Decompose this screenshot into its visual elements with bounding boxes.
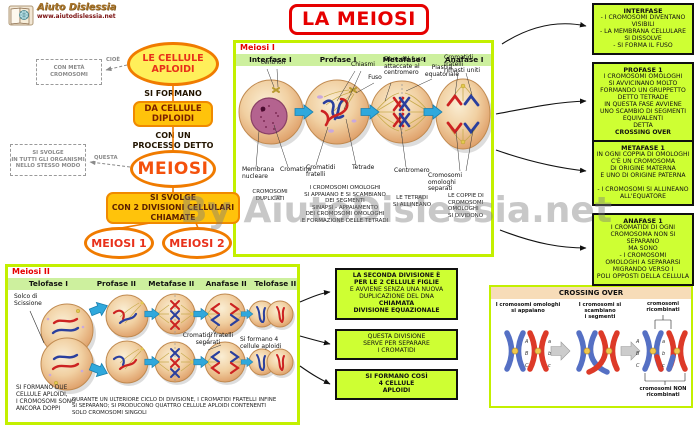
note-anafase-1-body: I CROMATIDI DI OGNI CROMOSOMA NON SI SEP…: [596, 224, 690, 280]
label-piastra: Piastra equatoriale: [424, 64, 460, 78]
panel-meiosi-2-title: Meiosi II: [12, 267, 50, 276]
note-questa-body: QUESTA DIVISIONE SERVE PER SEPARARE I CR…: [363, 333, 430, 354]
allele-label-b2: b: [662, 351, 665, 357]
edge-label-processo: CON UN PROCESSO DETTO: [118, 131, 228, 151]
caption-anafase-1: LE COPPIE DI CROMOSOMI OMOLOGHI SI DIVID…: [448, 193, 484, 219]
crossing-over-illustration: A B C a b c A B C a b c: [504, 315, 688, 385]
label-tetrade: Tetrade: [352, 164, 375, 171]
label-cromatidi-uniti: Cromatidi fratelli rimasti uniti: [444, 54, 480, 75]
panel-meiosi-2: Meiosi II Telofase I Profase II Metafase…: [5, 264, 300, 425]
aside-con-meta-cromosomi: CON METÀ CROMOSOMI: [36, 59, 102, 85]
label-omologhi-separati: Cromosomi omologhi separati: [428, 172, 463, 193]
label-membrana: Membrana nucleare: [242, 166, 275, 180]
brand-name: Aiuto Dislessia: [37, 2, 117, 13]
note-seconda-body: E AVVIENE SENZA UNA NUOVA DUPLICAZIONE D…: [349, 285, 444, 300]
phase-anafase-1: Anafase I: [445, 55, 484, 64]
logo-text-block: Aiuto Dislessia www.aiutodislessia.net: [37, 2, 117, 21]
node-meiosi-2: MEIOSI 2: [162, 227, 232, 259]
node-cellule-diploidi: DA CELLULE DIPLOIDI: [133, 101, 213, 127]
phase-interfase-1: Interfase I: [249, 55, 292, 64]
node-cellule-aploidi: LE CELLULE APLOIDI: [127, 42, 219, 86]
note-seconda-lead: LA SECONDA DIVISIONE È PER LE 2 CELLULE …: [352, 272, 441, 286]
panel-crossing-over: CROSSING OVER I cromosomi omologhi si ap…: [489, 285, 693, 408]
phase-telofase-1: Telofase I: [28, 279, 69, 288]
aside-si-svolge-organismi: SI SVOLGE IN TUTTI GLI ORGANISMI NELLO S…: [10, 144, 86, 176]
caption-profase-1: I CROMOSOMI OMOLOGHI SI APPAIANO E SI SC…: [301, 185, 389, 224]
site-logo: Aiuto Dislessia www.aiutodislessia.net: [8, 2, 117, 27]
note-anafase-1-title: ANAFASE 1: [623, 217, 663, 225]
caption-metafase-1: LE TETRADI SI ALLINEANO: [392, 195, 432, 208]
note-interfase: INTERFASE - I CROMOSOMI DIVENTANO VISIBI…: [592, 3, 694, 55]
phase-metafase-2: Metafase II: [148, 279, 195, 288]
allele-label-A2: A: [635, 339, 640, 345]
allele-label-B2: B: [636, 351, 640, 357]
meiosi-1-cells-illustration: [238, 68, 491, 172]
note-profase-1-footer: CROSSING OVER: [615, 128, 671, 136]
label-step-appaiano: I cromosomi omologhi si appaiano: [495, 302, 561, 315]
node-meiosi: MEIOSI: [130, 150, 216, 188]
meiosi-2-phase-header: Telofase I Profase II Metafase II Anafas…: [8, 278, 297, 290]
allele-label-c2: c: [662, 363, 665, 369]
label-chiasmi: Chiasmi: [351, 61, 375, 68]
note-seconda-divisione: LA SECONDA DIVISIONE È PER LE 2 CELLULE …: [335, 268, 458, 320]
label-non-ricombinati: cromosomi NON ricombinati: [639, 386, 687, 399]
edge-label-cioe: CIOÈ: [106, 57, 120, 63]
phase-metafase-1: Metafase I: [382, 55, 426, 64]
crossing-over-title: CROSSING OVER: [491, 287, 691, 299]
allele-label-a: a: [548, 339, 551, 345]
note-4-cellule-lead: SI FORMANO COSÌ 4 CELLULE APLOIDI: [365, 373, 428, 394]
note-anafase-1: ANAFASE 1 I CROMATIDI DI OGNI CROMOSOMA …: [592, 213, 694, 286]
allele-label-C2: C: [636, 363, 640, 369]
allele-label-c: c: [548, 363, 551, 369]
caption-interfase-1: CROMOSOMI DUPLICATI: [252, 189, 288, 202]
label-cromatidi-separati: Cromatidi fratelli separati: [182, 332, 234, 346]
label-step-scambiano: I cromosomi si scambiano i segmenti: [578, 302, 622, 321]
page-title: LA MEIOSI: [289, 4, 429, 35]
node-meiosi-1: MEIOSI 1: [84, 227, 154, 259]
allele-label-A: A: [524, 339, 529, 345]
note-profase-1-body: I CROMOSOMI OMOLOGHI SI AVVICINANO MOLTO…: [599, 73, 687, 129]
label-centromero: Centromero: [394, 167, 430, 174]
phase-telofase-2: Telofase II: [254, 279, 297, 288]
edge-label-si-formano: SI FORMANO: [130, 89, 216, 99]
meiosi-2-cells-illustration: [29, 293, 295, 394]
allele-label-a2: a: [662, 339, 665, 345]
label-4-cellule: Si formano 4 cellule aploidi: [240, 336, 282, 350]
allele-label-B: B: [525, 351, 529, 357]
allele-label-b: b: [548, 351, 551, 357]
note-profase-1: PROFASE 1 I CROMOSOMI OMOLOGHI SI AVVICI…: [592, 62, 694, 142]
phase-anafase-2: Anafase II: [205, 279, 247, 288]
note-4-cellule: SI FORMANO COSÌ 4 CELLULE APLOIDI: [335, 369, 458, 400]
note-interfase-title: INTERFASE: [623, 7, 663, 15]
label-centrioli: centrioli: [260, 59, 286, 66]
note-questa-divisione: QUESTA DIVISIONE SERVE PER SEPARARE I CR…: [335, 329, 458, 360]
book-globe-icon: [8, 5, 34, 26]
brand-url: www.aiutodislessia.net: [37, 13, 116, 21]
label-cromatina: Cromatina: [280, 166, 312, 173]
allele-label-C: C: [525, 363, 529, 369]
panel-meiosi-1: Meiosi I Interfase I Profase I Metafase …: [233, 40, 494, 257]
phase-profase-1: Profase I: [319, 55, 357, 64]
note-seconda-tail: CHIAMATA DIVISIONE EQUAZIONALE: [353, 299, 440, 314]
edge-label-questa: QUESTA: [94, 155, 118, 161]
label-fibre-fuso: Fibre del fuso attaccate al centromero: [384, 56, 425, 77]
label-ricombinati: cromosomi ricombinati: [646, 301, 680, 314]
label-fuso: Fuso: [368, 74, 382, 81]
caption-meiosi-2: DURANTE UN ULTERIORE CICLO DI DIVISIONE,…: [72, 397, 277, 416]
label-cromatidi-fratelli: Cromatidi fratelli: [306, 164, 336, 178]
caption-telofase-1: SI FORMANO DUE CELLULE APLOIDI, I CROMOS…: [16, 385, 76, 412]
node-due-divisioni: SI SVOLGE CON 2 DIVISIONI CELLULARI CHIA…: [106, 192, 240, 224]
note-interfase-body: - I CROMOSOMI DIVENTANO VISIBILI - LA ME…: [600, 14, 686, 50]
note-metafase-1-body: IN OGNI COPPIA DI OMOLOGHI C'È UN CROMOS…: [596, 151, 690, 200]
meiosi-1-phase-header: Interfase I Profase I Metafase I Anafase…: [236, 54, 491, 66]
note-metafase-1-title: METAFASE 1: [621, 144, 665, 152]
phase-profase-2: Profase II: [96, 279, 137, 288]
panel-meiosi-1-title: Meiosi I: [240, 43, 275, 52]
note-metafase-1: METAFASE 1 IN OGNI COPPIA DI OMOLOGHI C'…: [592, 140, 694, 206]
label-solco: Solco di Scissione: [14, 293, 42, 307]
note-profase-1-title: PROFASE 1: [623, 66, 663, 74]
